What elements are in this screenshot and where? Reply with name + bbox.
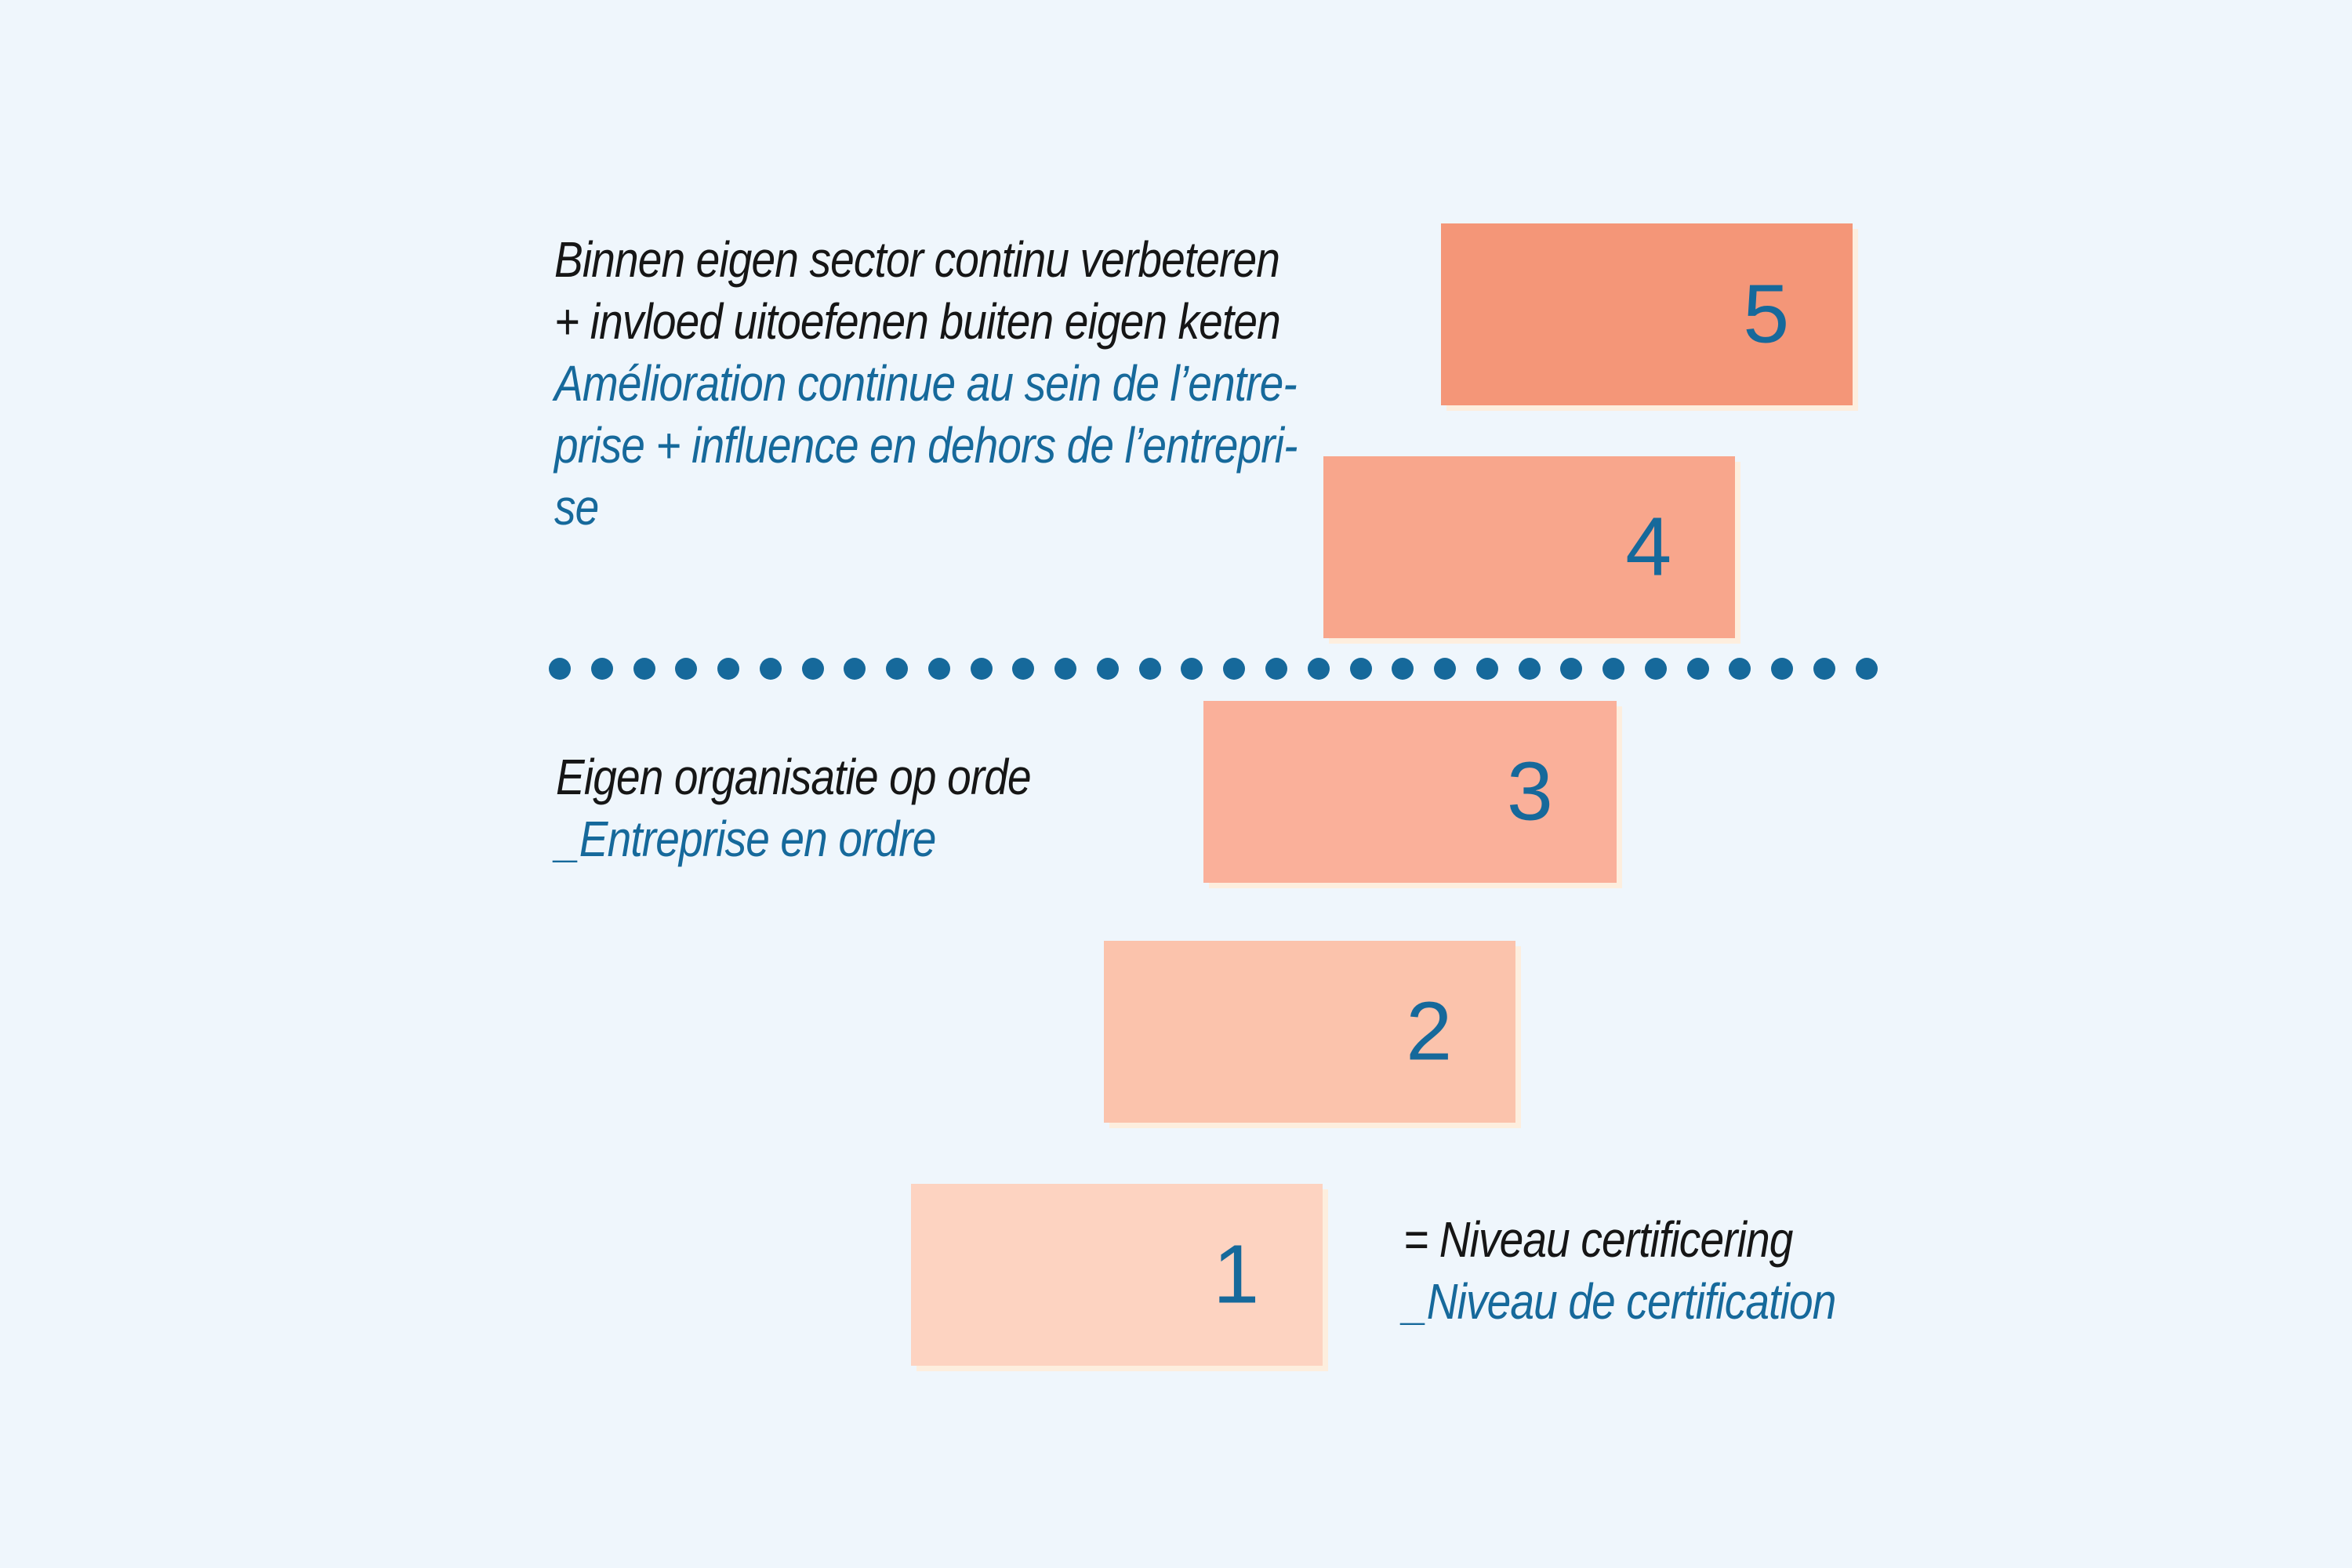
legend-fr: _Niveau de certification [1403,1273,1836,1330]
level-number-4: 4 [1625,500,1672,593]
threshold-dot [590,658,613,680]
threshold-dot [1054,658,1077,680]
threshold-dot [1644,658,1667,680]
legend-nl: = Niveau certificering [1403,1211,1793,1268]
level-number-2: 2 [1406,985,1453,1078]
threshold-dot [1349,658,1372,680]
threshold-dot [1475,658,1498,680]
certification-legend: = Niveau certificering _Niveau de certif… [1403,1209,1836,1333]
levels-4-5-description: Binnen eigen sector continu verbeteren +… [554,229,1298,539]
threshold-dot [1307,658,1330,680]
threshold-dot [886,658,909,680]
threshold-dot [759,658,782,680]
threshold-dot [970,658,993,680]
threshold-dot [1434,658,1457,680]
level-block-5: 5 [1441,223,1853,405]
threshold-dot [1096,658,1119,680]
description-fr-line-3: se [554,479,599,535]
level-block-3: 3 [1203,701,1617,883]
mid-description-fr: _Entreprise en ordre [556,811,936,867]
level-block-4: 4 [1323,456,1735,638]
threshold-dot [1012,658,1035,680]
threshold-dot [1138,658,1161,680]
mid-description-nl: Eigen organisatie op orde [556,749,1032,805]
threshold-dot [1181,658,1203,680]
threshold-dot [1518,658,1541,680]
threshold-dot [717,658,740,680]
threshold-dot [633,658,655,680]
threshold-dot [1813,658,1835,680]
threshold-dot [1602,658,1625,680]
description-nl-line-2: + invloed uitoefenen buiten eigen keten [554,293,1281,350]
threshold-dot [1560,658,1583,680]
threshold-dot [801,658,824,680]
threshold-dot [844,658,866,680]
level-block-1: 1 [911,1184,1323,1366]
threshold-dot [1855,658,1878,680]
threshold-dot [1223,658,1246,680]
level-block-2: 2 [1104,941,1515,1123]
description-nl-line-1: Binnen eigen sector continu verbeteren [554,231,1280,288]
threshold-dot [675,658,698,680]
certification-threshold-dotted-line [549,658,1878,680]
threshold-dot [1686,658,1709,680]
threshold-dot [1392,658,1414,680]
threshold-dot [927,658,950,680]
description-fr-line-1: Amélioration continue au sein de l’entre… [554,355,1298,412]
level-number-5: 5 [1743,267,1790,361]
threshold-dot [549,658,571,680]
threshold-dot [1771,658,1794,680]
threshold-dot [1265,658,1288,680]
threshold-dot [1729,658,1751,680]
description-fr-line-2: prise + influence en dehors de l’entrepr… [554,417,1298,474]
level-number-1: 1 [1213,1228,1260,1321]
levels-1-3-description: Eigen organisatie op orde _Entreprise en… [556,746,1032,870]
level-number-3: 3 [1506,745,1553,838]
